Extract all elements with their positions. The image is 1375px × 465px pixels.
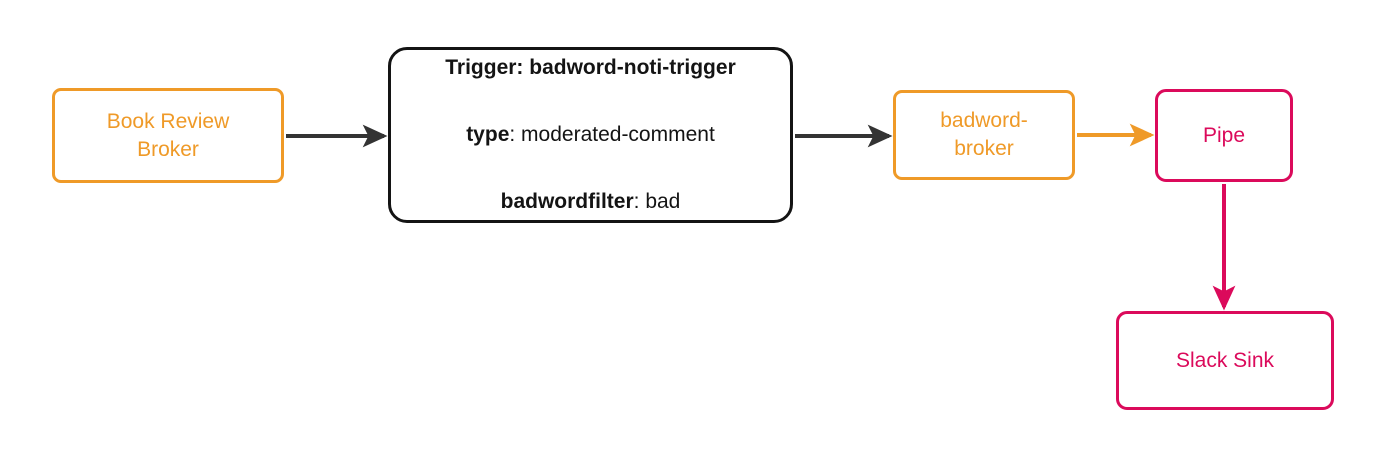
node-slack-sink-label: Slack Sink	[1175, 348, 1275, 372]
node-trigger-line-2-key: type	[466, 123, 510, 147]
node-trigger-label: Trigger: badword-noti-trigger type: mode…	[445, 17, 736, 252]
node-trigger-line-1-value: badword-noti-trigger	[529, 56, 736, 80]
node-trigger-line-3-value: bad	[645, 190, 681, 214]
node-pipe-label: Pipe	[1202, 123, 1246, 147]
node-trigger-line-3: badwordfilter: bad	[500, 190, 681, 214]
node-badword-broker[interactable]: badword- broker	[893, 90, 1075, 180]
node-badword-broker-label: badword- broker	[940, 109, 1028, 160]
node-trigger[interactable]: Trigger: badword-noti-trigger type: mode…	[388, 47, 793, 223]
node-pipe[interactable]: Pipe	[1155, 89, 1293, 182]
node-trigger-line-2: type: moderated-comment	[466, 123, 715, 147]
node-trigger-line-2-value: moderated-comment	[521, 123, 715, 147]
node-trigger-line-1-key: Trigger:	[445, 56, 524, 80]
node-book-review-broker-label: Book Review Broker	[106, 109, 230, 161]
node-book-review-broker[interactable]: Book Review Broker	[52, 88, 284, 183]
node-trigger-line-3-key: badwordfilter	[500, 190, 634, 214]
node-trigger-line-1: Trigger: badword-noti-trigger	[445, 51, 736, 85]
node-slack-sink[interactable]: Slack Sink	[1116, 311, 1334, 410]
